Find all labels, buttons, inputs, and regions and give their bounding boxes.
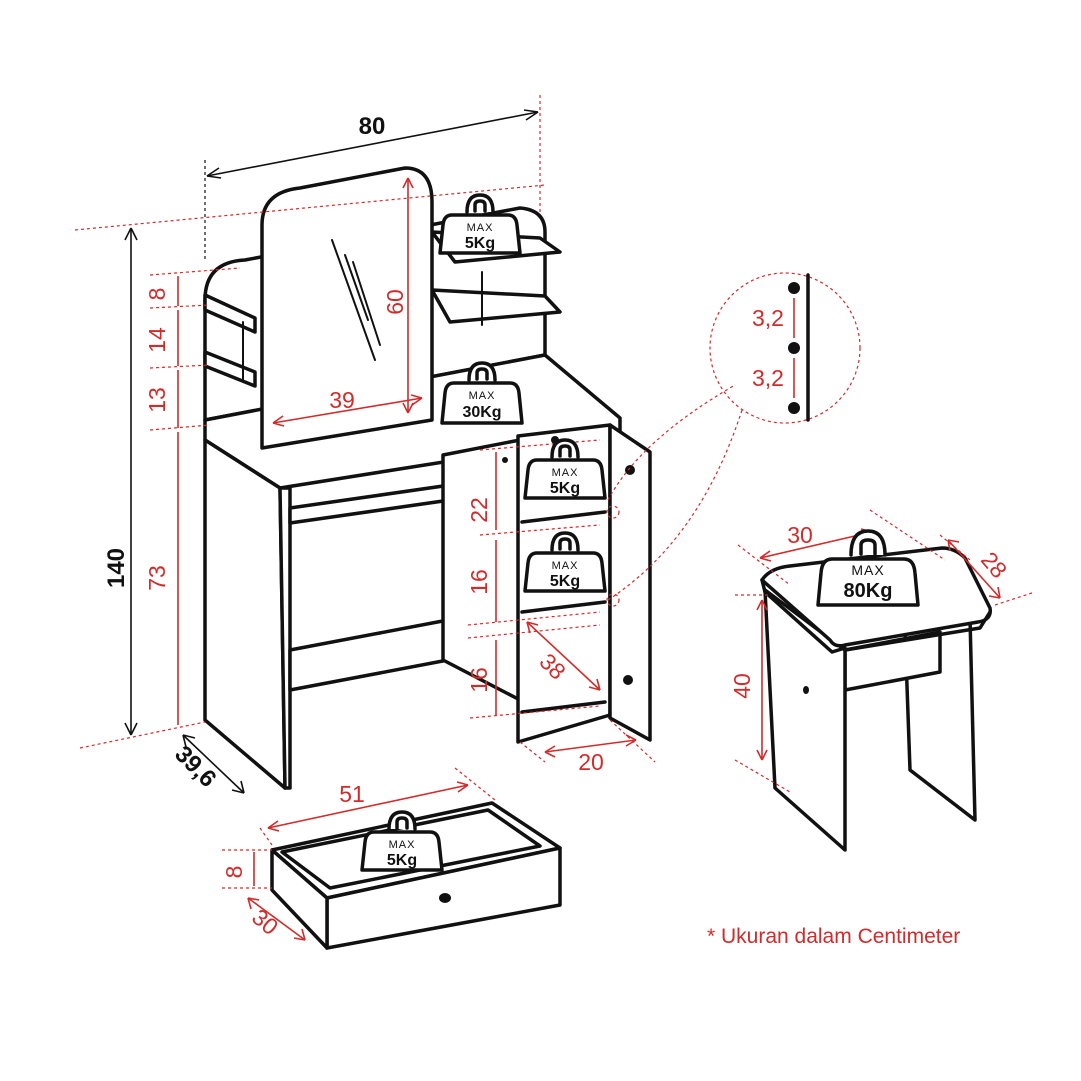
cabinet-bottom [520,700,607,714]
badge-load-value: 5Kg [465,235,495,252]
label-drawer-depth: 30 [247,904,283,940]
label-mirror-width: 39 [329,387,355,413]
door-hinge-bottom [623,675,633,685]
badge-load-value: 30Kg [462,404,501,421]
stool-dimension-lines [734,509,1036,793]
label-stool-width: 30 [787,522,813,548]
badge-max-label: MAX [469,390,496,402]
table-dimension-lines [74,95,743,794]
label-cabinet-shelf-1: 22 [466,497,492,523]
desk-modesty-panel [288,618,450,692]
mirror-frame [260,166,434,450]
badge-max-label: MAX [552,467,579,479]
shelf-pin-hole [788,402,800,414]
stool-hole [803,686,809,694]
weight-badge-stool: MAX 80Kg [816,529,920,607]
mirror-glare [331,239,381,361]
shelf-pin-hole [788,282,800,294]
label-desk-height: 73 [144,565,170,591]
label-hole-spacing-1: 3,2 [752,305,784,331]
detail-circle [709,272,861,424]
badge-load-value: 80Kg [844,580,893,602]
stool-seat-edge [760,578,847,654]
label-mirror-height: 60 [382,289,408,315]
label-top-shelf-1: 8 [144,288,170,301]
shelf-pin-hole [788,342,800,354]
label-total-height: 140 [103,548,130,588]
weight-badge-top-shelf: MAX 5Kg [438,193,522,255]
dimension-labels: 80 140 39,6 8 14 13 73 60 39 22 16 16 38… [103,113,1012,940]
weight-badge-cabinet-upper: MAX 5Kg [523,438,607,500]
cabinet-hole [502,457,508,463]
badge-load-value: 5Kg [550,480,580,497]
dressing-table [203,166,652,790]
desk-left-leg [203,438,287,790]
drawer-dimension-lines [222,767,496,941]
door-hinge-top [625,465,635,475]
weight-badge-desk-top: MAX 30Kg [440,361,524,425]
label-hole-spacing-2: 3,2 [752,365,784,391]
hole-spacing-detail [709,272,861,424]
badge-load-value: 5Kg [387,852,417,869]
cabinet-door [608,423,652,742]
stool-seat-edge [843,610,992,652]
unit-note: * Ukuran dalam Centimeter [707,925,960,948]
label-stool-height: 40 [729,673,755,699]
cabinet-shelf-1 [520,510,607,524]
label-drawer-height: 8 [221,866,247,879]
label-drawer-width: 51 [339,781,365,807]
desk-left-leg-front [278,486,292,790]
badge-max-label: MAX [552,560,579,572]
drawer-side [270,848,329,950]
badge-max-label: MAX [389,839,416,851]
weight-badge-cabinet-lower: MAX 5Kg [523,531,607,593]
label-cabinet-width: 20 [578,749,604,775]
label-cabinet-shelf-2: 16 [466,569,492,595]
badge-load-value: 5Kg [550,573,580,590]
badge-max-label: MAX [467,222,494,234]
label-total-width: 80 [359,113,386,140]
drawer-knob [439,893,451,903]
right-hutch-shelf-mid [430,288,562,324]
label-cabinet-shelf-3: 16 [466,667,492,693]
cabinet-shelf-2 [520,600,607,614]
label-top-shelf-2: 14 [144,327,170,353]
weight-badge-drawer: MAX 5Kg [360,810,444,872]
label-top-shelf-3: 13 [144,387,170,413]
label-depth: 39,6 [169,741,221,793]
badge-max-label: MAX [851,562,884,578]
